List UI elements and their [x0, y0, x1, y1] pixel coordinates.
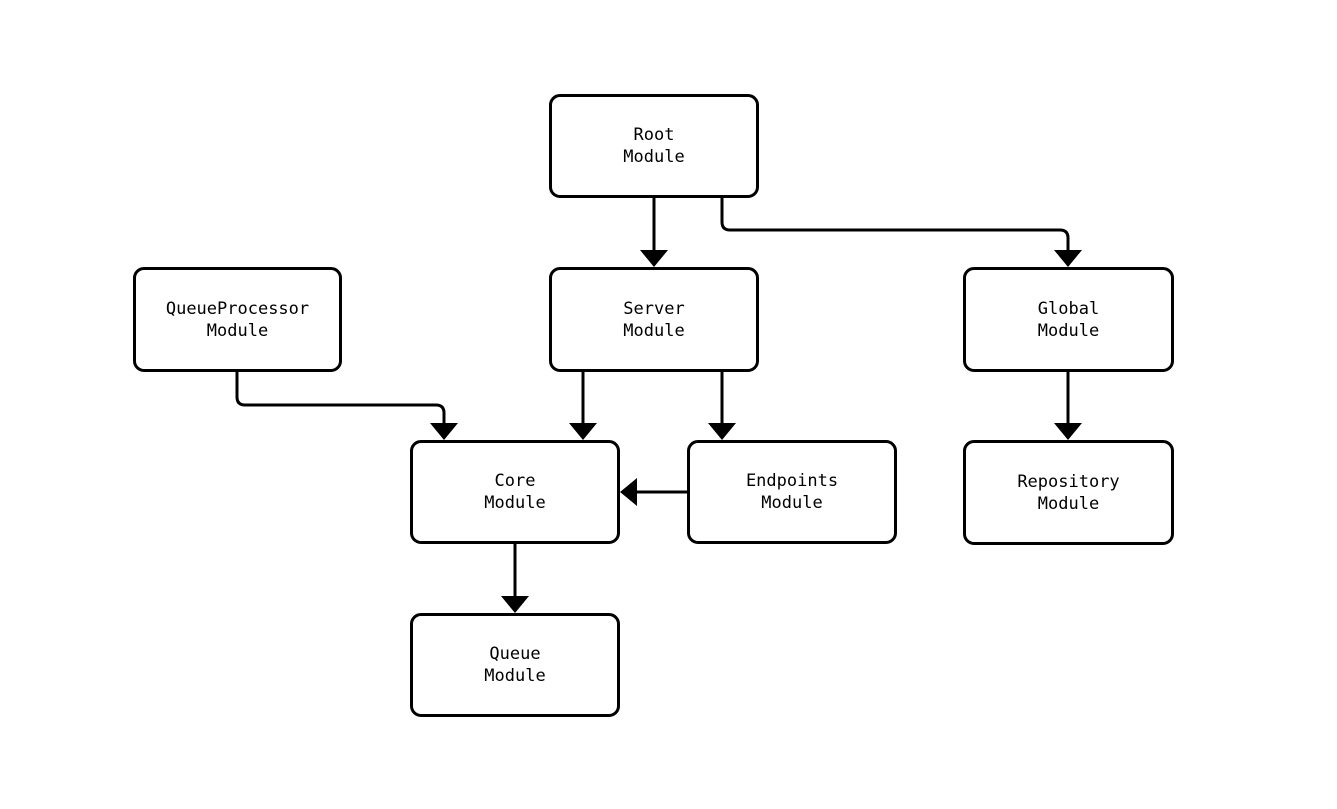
queue-module-label-line1: Queue — [489, 644, 541, 664]
core-module-node[interactable]: Core Module — [410, 440, 620, 544]
repository-module-node[interactable]: Repository Module — [963, 440, 1174, 545]
endpoints-module-node[interactable]: Endpoints Module — [687, 440, 897, 544]
edge-root-to-server — [640, 198, 668, 267]
queue-module-node[interactable]: Queue Module — [410, 613, 620, 717]
root-module-node[interactable]: Root Module — [549, 94, 759, 198]
edge-global-to-repository — [1054, 372, 1082, 440]
global-module-label-line2: Module — [1037, 320, 1100, 341]
edge-core-to-queue-arrowhead-icon — [501, 596, 529, 613]
edge-queueprocessor-to-core-arrowhead-icon — [430, 423, 458, 440]
queueprocessor-module-label-line2: Module — [206, 320, 269, 341]
edge-endpoints-to-core-arrowhead-icon — [620, 478, 637, 506]
edge-core-to-queue — [501, 544, 529, 613]
edge-queueprocessor-to-core-line — [235, 372, 446, 424]
root-module-label-line2: Module — [623, 147, 685, 167]
edge-root-to-server-arrowhead-icon — [640, 250, 668, 267]
edge-root-to-global — [720, 198, 1082, 267]
core-module-label-line1: Core — [494, 471, 536, 491]
core-module-label-line2: Module — [484, 493, 546, 513]
repository-module-label-line1: Repository — [1017, 471, 1120, 492]
edge-global-to-repository-arrowhead-icon — [1054, 423, 1082, 440]
edge-server-to-core — [569, 372, 597, 440]
server-module-node[interactable]: Server Module — [549, 267, 759, 372]
server-module-label-line2: Module — [623, 320, 685, 341]
global-module-node[interactable]: Global Module — [963, 267, 1174, 372]
edge-endpoints-to-core — [620, 478, 687, 506]
repository-module-label-line2: Module — [1037, 493, 1100, 514]
edge-queueprocessor-to-core — [235, 372, 458, 440]
edge-root-to-global-arrowhead-icon — [1054, 250, 1082, 267]
endpoints-module-label-line1: Endpoints — [745, 471, 839, 491]
edge-server-to-core-arrowhead-icon — [569, 423, 597, 440]
global-module-label-line1: Global — [1037, 298, 1100, 319]
queueprocessor-module-label-line1: QueueProcessor — [165, 298, 310, 319]
endpoints-module-label-line2: Module — [761, 493, 823, 513]
edge-root-to-global-line — [720, 198, 1070, 251]
edge-server-to-endpoints-arrowhead-icon — [708, 423, 736, 440]
queueprocessor-module-node[interactable]: QueueProcessor Module — [133, 267, 342, 372]
server-module-label-line1: Server — [623, 298, 685, 319]
edge-server-to-endpoints — [708, 372, 736, 440]
root-module-label-line1: Root — [633, 125, 675, 145]
queue-module-label-line2: Module — [484, 666, 546, 686]
